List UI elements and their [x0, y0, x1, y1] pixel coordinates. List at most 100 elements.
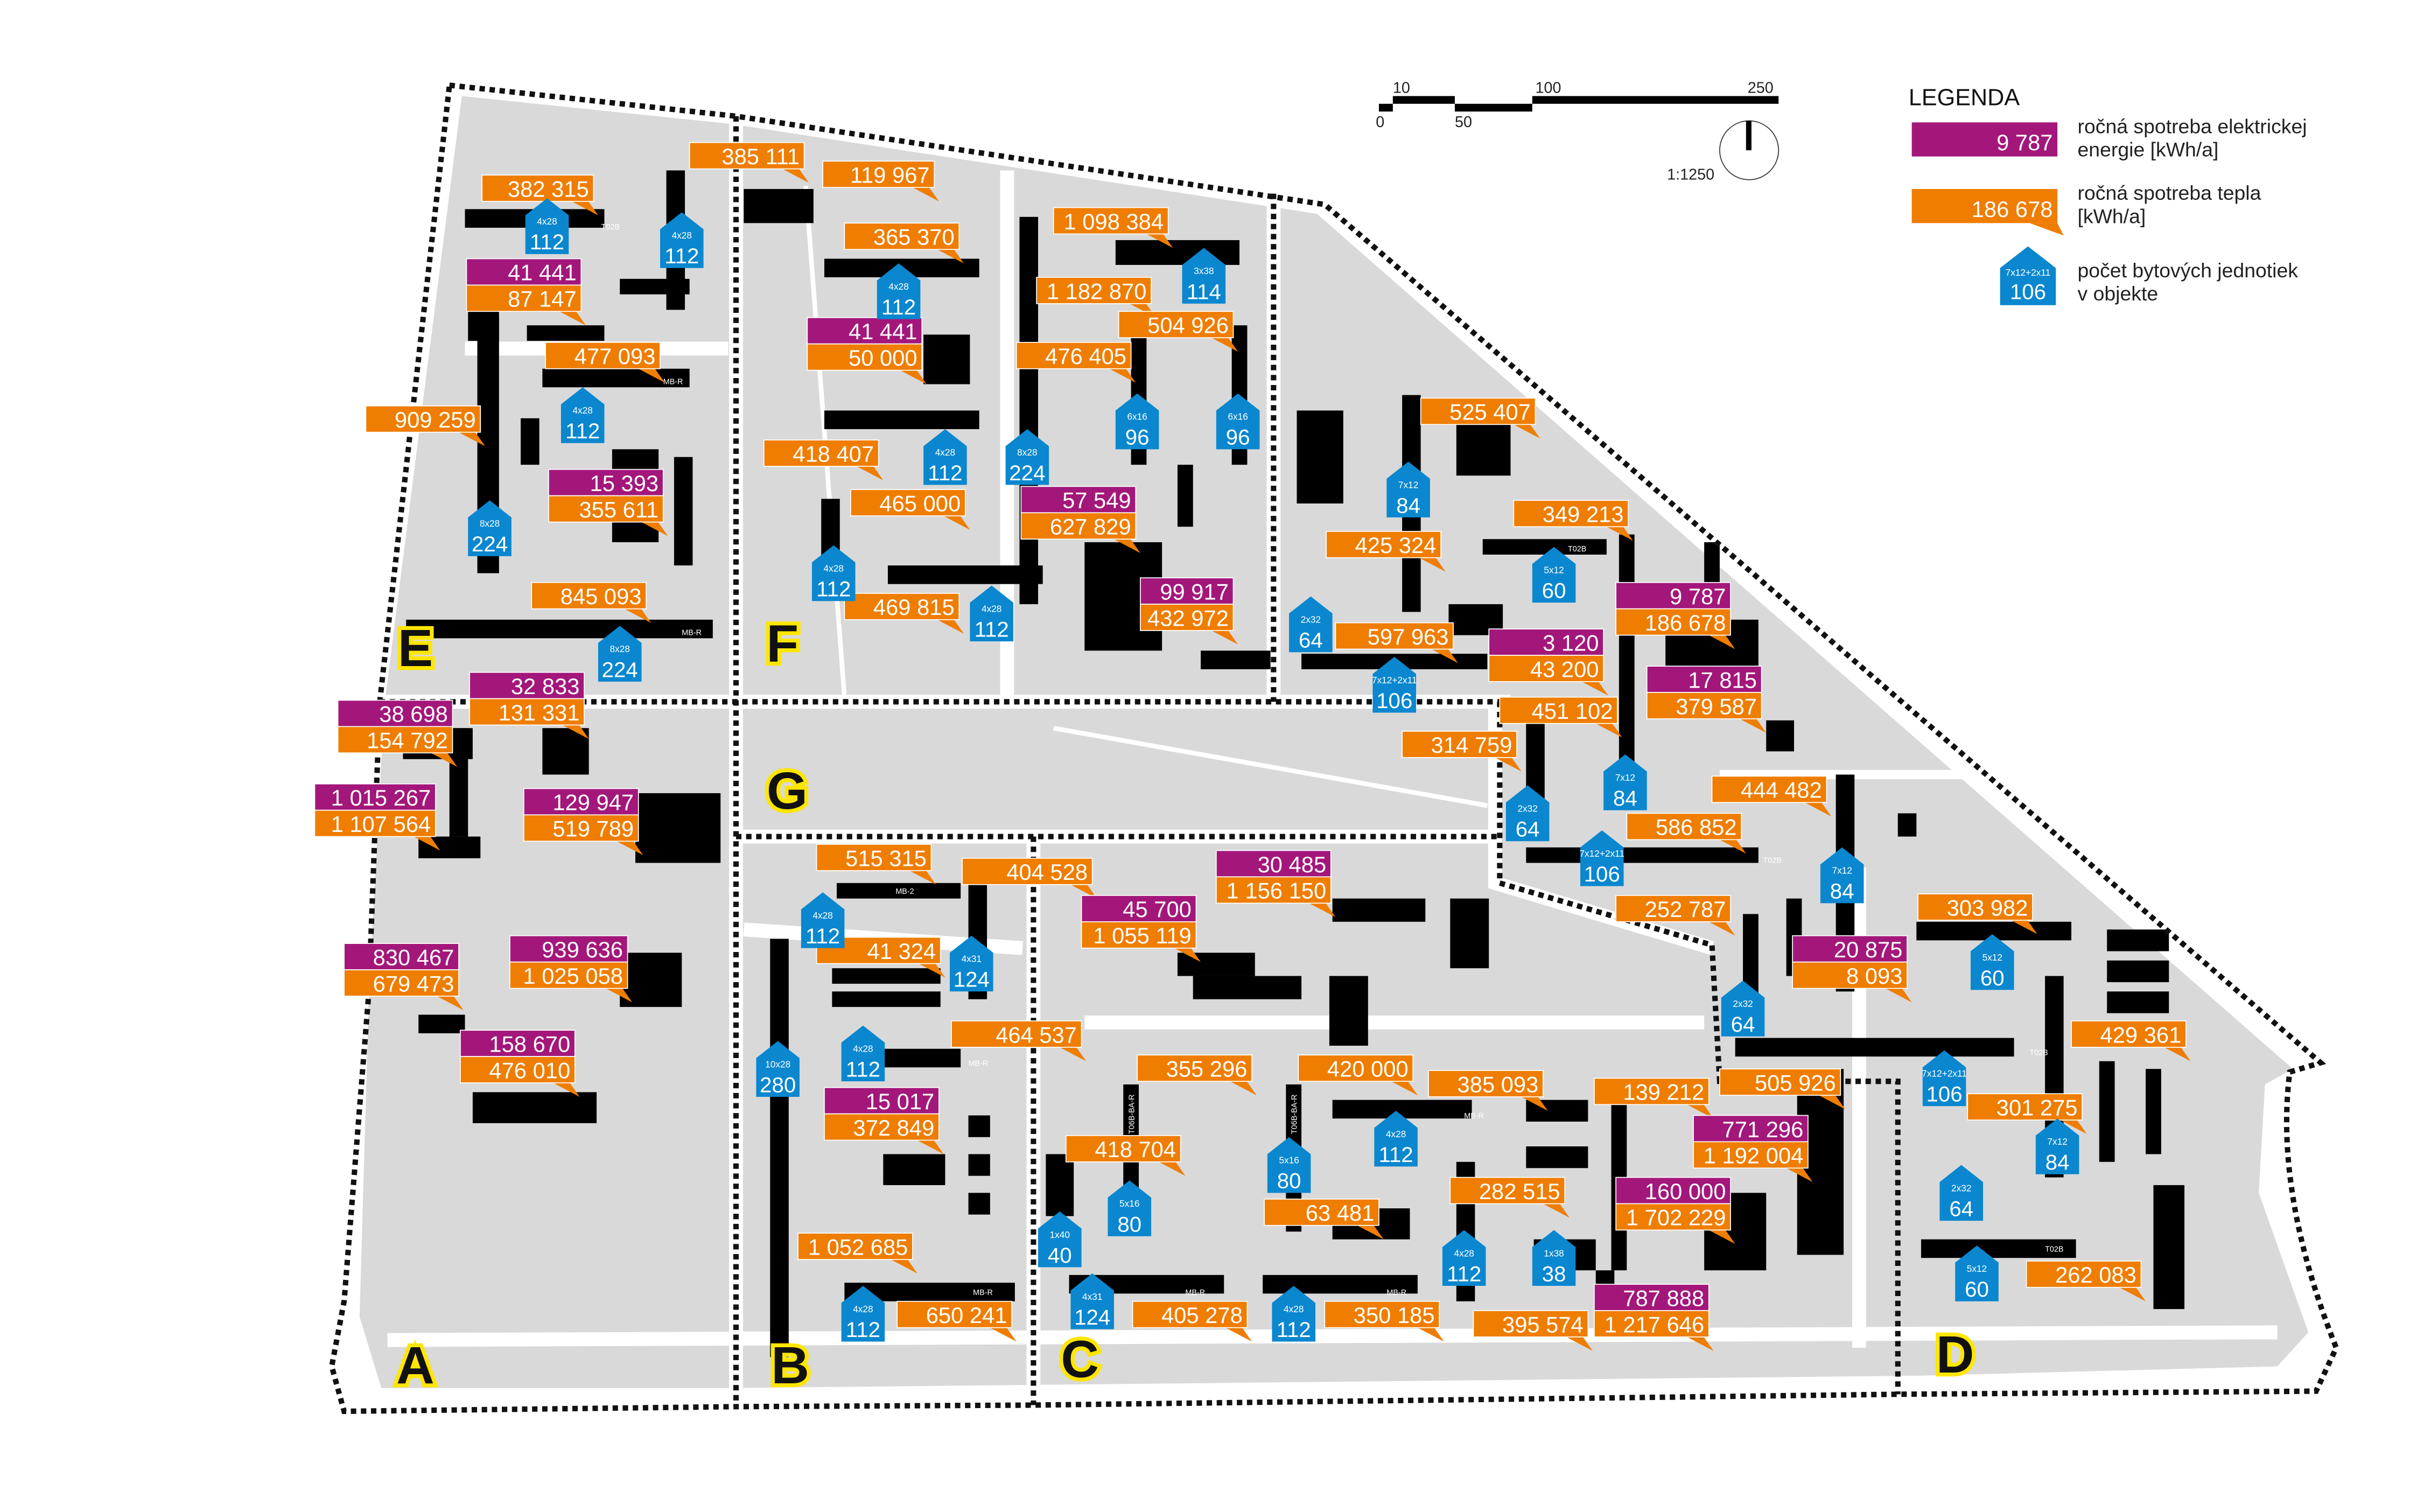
electricity-value-box — [314, 783, 436, 811]
building-type-tag: MB-R — [1386, 1289, 1406, 1297]
house-icon — [1216, 393, 1260, 450]
building — [923, 334, 970, 384]
heat-value-box — [1020, 512, 1137, 540]
district-letter-g: G — [767, 761, 808, 820]
label-pointer — [1143, 232, 1173, 248]
heat-value: 679 473 — [373, 971, 454, 996]
heat-value: 505 926 — [1755, 1070, 1836, 1095]
house-units: 124 — [954, 968, 990, 992]
heat-value: 372 849 — [853, 1115, 935, 1140]
label-pointer — [1706, 633, 1735, 649]
electricity-value: 787 888 — [1623, 1285, 1704, 1311]
house-icon — [1580, 830, 1624, 886]
scale-segment — [1392, 96, 1455, 104]
building — [1526, 847, 1759, 863]
house-icon — [923, 429, 967, 485]
heat-value-box — [2071, 1020, 2187, 1048]
heat-value: 379 587 — [1676, 694, 1757, 719]
consumption-label: 365 370 — [844, 222, 964, 264]
building — [406, 619, 713, 639]
building — [824, 410, 979, 429]
electricity-value-box — [1216, 850, 1332, 878]
housing-unit-marker: 7x12 84 — [1386, 461, 1430, 517]
road — [387, 1325, 2278, 1347]
building-type-tag: T06B-BA-R — [1290, 1095, 1299, 1135]
house-units: 112 — [1379, 1143, 1413, 1167]
road — [1488, 702, 1714, 955]
electricity-value: 38 698 — [379, 702, 448, 727]
house-units: 112 — [565, 419, 600, 443]
consumption-label: 476 405 — [1015, 341, 1136, 383]
legend-heat-text: ročná spotreba tepla — [2078, 181, 2261, 204]
consumption-label: 505 926 — [1719, 1068, 1845, 1109]
house-type: 10x28 — [765, 1059, 790, 1069]
heat-value: 119 967 — [850, 162, 930, 187]
house-type: 4x28 — [572, 405, 592, 416]
house-type: 4x28 — [812, 910, 832, 921]
house-type: 7x12 — [1398, 479, 1418, 490]
heat-value-box — [797, 1233, 913, 1260]
label-pointer — [1540, 1202, 1570, 1218]
heat-value-box — [1036, 277, 1152, 304]
heat-value-box — [1216, 876, 1332, 904]
heat-value-box — [1324, 1300, 1440, 1328]
building-type-tag: MB-R — [973, 1289, 993, 1297]
house-units: 84 — [1396, 493, 1420, 517]
heat-value: 476 010 — [489, 1058, 570, 1083]
label-pointer — [1222, 1326, 1252, 1342]
legend-heat-swatch — [1911, 189, 2058, 223]
legend-units-text-2: v objekte — [2078, 282, 2159, 305]
heat-value-box — [1711, 775, 1827, 803]
house-units: 224 — [602, 657, 638, 682]
house-icon — [1505, 785, 1550, 842]
heat-value-box — [1335, 622, 1454, 650]
electricity-value: 15 017 — [866, 1089, 935, 1114]
heat-value-box — [822, 160, 935, 188]
house-type: 7x12 — [2047, 1136, 2067, 1147]
house-icon — [1442, 1230, 1486, 1286]
heat-value-box — [460, 1056, 576, 1083]
heat-value-box — [523, 814, 639, 842]
heat-value-box — [824, 1113, 940, 1141]
house-type: 3x38 — [1194, 265, 1214, 276]
heat-value: 395 574 — [1502, 1312, 1584, 1337]
heat-value-box — [1053, 207, 1169, 235]
building-type-tag: MB-R — [969, 1059, 989, 1068]
house-units: 112 — [975, 617, 1009, 641]
heat-value: 301 275 — [1996, 1095, 2078, 1120]
label-pointer — [433, 995, 464, 1010]
heat-value: 382 315 — [508, 176, 589, 201]
house-units: 96 — [1226, 425, 1250, 450]
label-pointer — [1414, 1326, 1444, 1342]
consumption-label: 650 241 — [896, 1300, 1017, 1342]
house-icon — [660, 212, 704, 268]
electricity-value-box — [337, 699, 453, 727]
house-units: 114 — [1187, 279, 1221, 304]
heat-value: 282 515 — [1479, 1179, 1560, 1204]
house-units: 80 — [1117, 1212, 1141, 1236]
house-units: 96 — [1125, 425, 1150, 450]
heat-value-box — [1081, 921, 1197, 949]
heat-value-box — [1402, 731, 1517, 758]
heat-value: 87 147 — [508, 286, 577, 312]
heat-value: 477 093 — [575, 344, 656, 369]
label-pointer — [1593, 722, 1622, 738]
house-units: 38 — [1542, 1262, 1566, 1286]
house-units: 80 — [1277, 1169, 1301, 1193]
legend: LEGENDA 9 787 ročná spotreba elektrickej… — [1909, 85, 2307, 305]
heat-value-box — [1615, 608, 1731, 636]
house-units: 106 — [1926, 1082, 1963, 1107]
heat-value: 420 000 — [1327, 1056, 1409, 1082]
label-pointer — [1783, 1166, 1813, 1182]
